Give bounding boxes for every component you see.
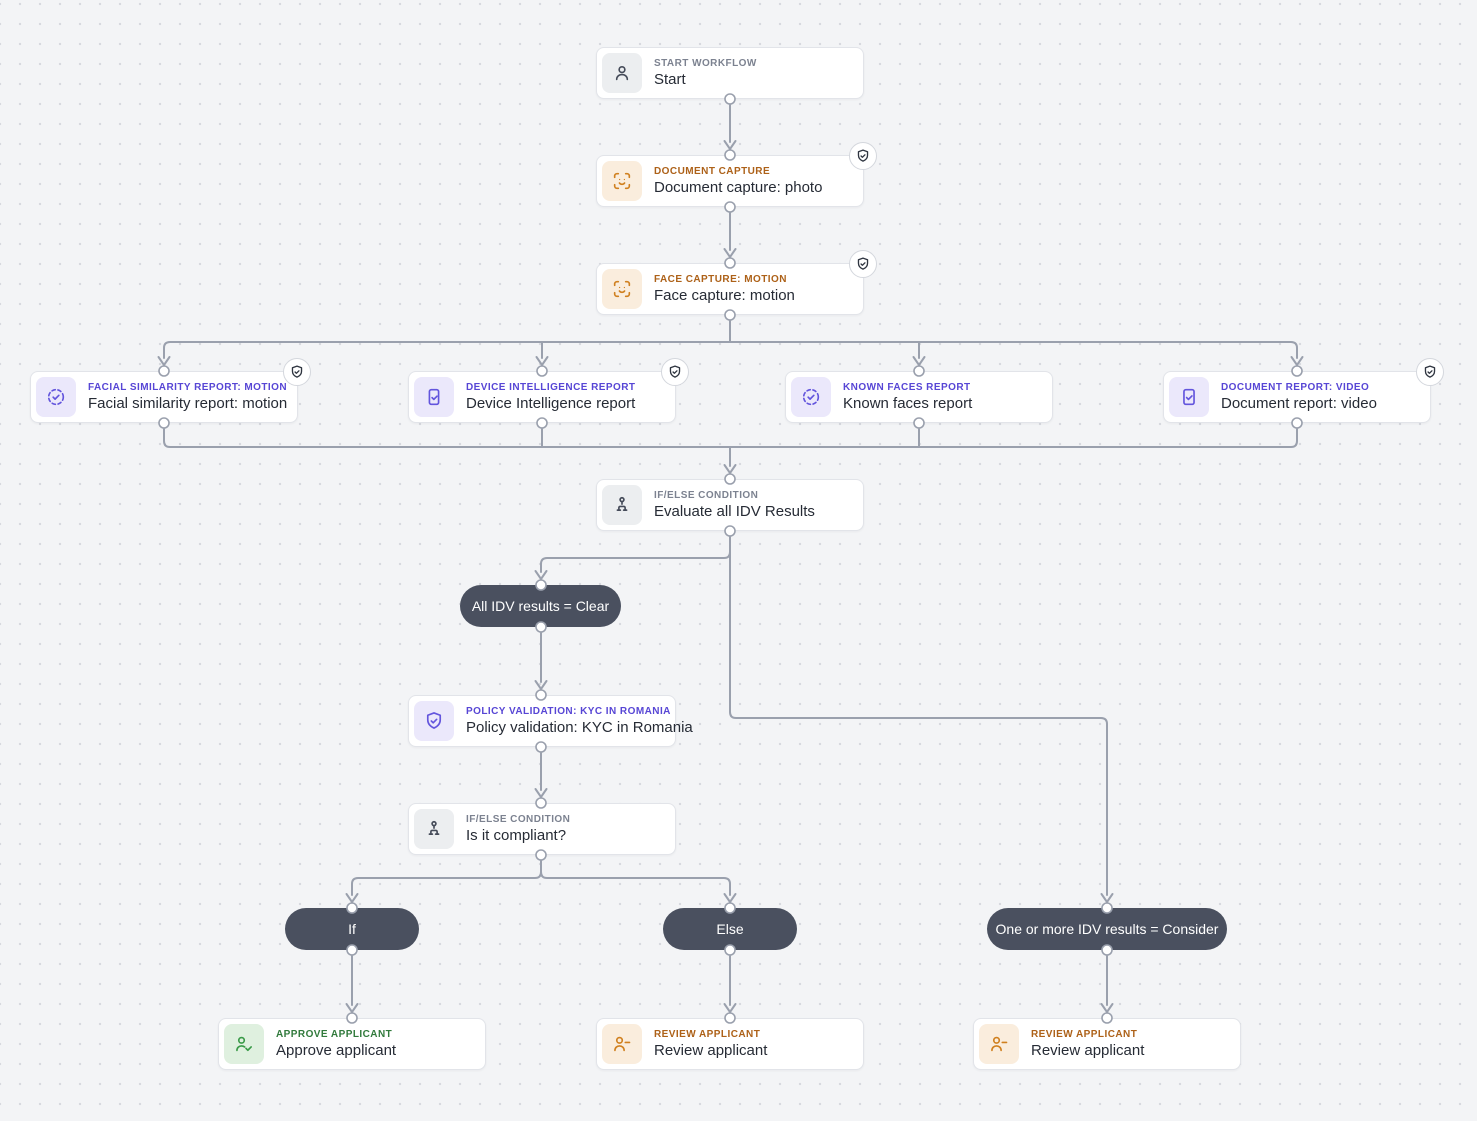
node-title: Approve applicant: [276, 1042, 397, 1059]
document-check-icon: [1169, 377, 1209, 417]
face-scan-icon: [602, 161, 642, 201]
branch-icon: [414, 809, 454, 849]
node-category: FACE CAPTURE: MOTION: [654, 274, 787, 285]
node-approve-applicant[interactable]: APPROVE APPLICANT Approve applicant: [218, 1018, 486, 1070]
node-title: Review applicant: [1031, 1042, 1145, 1059]
node-title: Face capture: motion: [654, 287, 795, 304]
node-title: Review applicant: [654, 1042, 768, 1059]
node-document-report-video[interactable]: DOCUMENT REPORT: VIDEO Document report: …: [1163, 358, 1444, 423]
face-match-icon: [36, 377, 76, 417]
node-category: REVIEW APPLICANT: [1031, 1029, 1138, 1040]
node-title: Policy validation: KYC in Romania: [466, 719, 693, 736]
node-title: Document capture: photo: [654, 179, 823, 196]
branch-pill-consider[interactable]: One or more IDV results = Consider: [987, 908, 1227, 950]
shield-check-badge-icon: [849, 142, 877, 170]
node-category: FACIAL SIMILARITY REPORT: MOTION: [88, 382, 288, 393]
node-category: DEVICE INTELLIGENCE REPORT: [466, 382, 636, 393]
user-icon: [602, 53, 642, 93]
face-match-icon: [791, 377, 831, 417]
node-document-capture[interactable]: DOCUMENT CAPTURE Document capture: photo: [596, 142, 877, 207]
branch-icon: [602, 485, 642, 525]
shield-check-badge-icon: [283, 358, 311, 386]
node-title: Document report: video: [1221, 395, 1377, 412]
shield-check-icon: [414, 701, 454, 741]
shield-check-badge-icon: [1416, 358, 1444, 386]
node-category: REVIEW APPLICANT: [654, 1029, 761, 1040]
node-review-applicant-consider[interactable]: REVIEW APPLICANT Review applicant: [973, 1018, 1241, 1070]
node-title: Device Intelligence report: [466, 395, 636, 412]
user-check-icon: [224, 1024, 264, 1064]
branch-pill-if[interactable]: If: [285, 908, 419, 950]
shield-check-badge-icon: [849, 250, 877, 278]
node-category: IF/ELSE CONDITION: [466, 814, 571, 825]
node-device-intelligence-report[interactable]: DEVICE INTELLIGENCE REPORT Device Intell…: [408, 358, 689, 423]
node-policy-validation[interactable]: POLICY VALIDATION: KYC IN ROMANIA Policy…: [408, 695, 693, 747]
device-check-icon: [414, 377, 454, 417]
node-is-it-compliant[interactable]: IF/ELSE CONDITION Is it compliant?: [408, 803, 676, 855]
node-category: KNOWN FACES REPORT: [843, 382, 971, 393]
node-title: Start: [654, 71, 686, 88]
user-minus-icon: [979, 1024, 1019, 1064]
shield-check-badge-icon: [661, 358, 689, 386]
node-title: Known faces report: [843, 395, 973, 412]
node-title: Facial similarity report: motion: [88, 395, 288, 412]
node-review-applicant-else[interactable]: REVIEW APPLICANT Review applicant: [596, 1018, 864, 1070]
face-scan-icon: [602, 269, 642, 309]
node-start[interactable]: START WORKFLOW Start: [596, 47, 864, 99]
branch-label: If: [348, 921, 356, 937]
node-category: DOCUMENT CAPTURE: [654, 166, 771, 177]
branch-pill-all-idv-clear[interactable]: All IDV results = Clear: [460, 585, 621, 627]
node-known-faces-report[interactable]: KNOWN FACES REPORT Known faces report: [785, 371, 1053, 423]
node-evaluate-idv-results[interactable]: IF/ELSE CONDITION Evaluate all IDV Resul…: [596, 479, 864, 531]
edges: [163, 104, 1298, 1006]
node-title: Is it compliant?: [466, 827, 567, 844]
node-title: Evaluate all IDV Results: [654, 503, 815, 520]
node-category: POLICY VALIDATION: KYC IN ROMANIA: [466, 706, 671, 717]
node-category: DOCUMENT REPORT: VIDEO: [1221, 382, 1370, 393]
branch-label: One or more IDV results = Consider: [995, 921, 1219, 937]
branch-label: All IDV results = Clear: [471, 598, 610, 614]
node-category: IF/ELSE CONDITION: [654, 490, 759, 501]
user-minus-icon: [602, 1024, 642, 1064]
node-category: START WORKFLOW: [654, 58, 757, 69]
branch-label: Else: [716, 921, 744, 937]
branch-pill-else[interactable]: Else: [663, 908, 797, 950]
node-face-capture-motion[interactable]: FACE CAPTURE: MOTION Face capture: motio…: [596, 250, 877, 315]
node-category: APPROVE APPLICANT: [276, 1029, 393, 1040]
connection-ports[interactable]: [158, 93, 1303, 1024]
node-facial-similarity-report[interactable]: FACIAL SIMILARITY REPORT: MOTION Facial …: [30, 358, 311, 423]
